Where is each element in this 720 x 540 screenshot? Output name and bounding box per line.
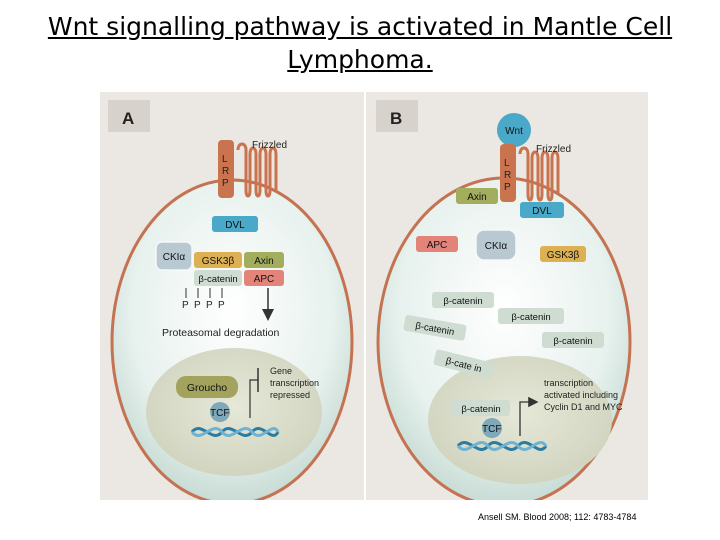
panel-b-activation-arrow bbox=[519, 396, 539, 436]
panel-a-nucleus bbox=[146, 348, 322, 476]
panel-b-lrp-receptor bbox=[500, 144, 516, 202]
panel-b-beta-catenin-label-4: β-catenin bbox=[553, 336, 592, 347]
panel-b-beta-catenin-box-3 bbox=[403, 315, 467, 341]
panel-b-label: B bbox=[390, 109, 402, 128]
panel-a-lrp-receptor bbox=[218, 140, 234, 198]
panel-a-tcf-node bbox=[210, 402, 230, 422]
panel-b-beta-catenin-label-2: β-catenin bbox=[511, 312, 550, 323]
panel-b-tcf-label: TCF bbox=[482, 424, 501, 435]
panel-b-transcription-note-2: activated including bbox=[544, 390, 618, 400]
panel-b-wnt-label: Wnt bbox=[505, 126, 523, 137]
panel-a-gene-note-2: transcription bbox=[270, 378, 319, 388]
panel-b-label-box bbox=[376, 100, 418, 132]
panel-b-axin-box bbox=[456, 188, 498, 204]
panel-a-beta-catenin-box bbox=[194, 270, 242, 286]
panel-b-lrp-l: L bbox=[504, 158, 510, 169]
title-line-2: Lymphoma. bbox=[287, 45, 433, 74]
panel-a-label-box bbox=[108, 100, 150, 132]
panel-b-apc-label: APC bbox=[427, 240, 448, 251]
panel-a-degradation-label: Proteasomal degradation bbox=[162, 327, 279, 339]
panel-b-beta-catenin-box-2 bbox=[498, 308, 564, 324]
panel-a-phospho-2: P bbox=[194, 300, 201, 311]
panel-a-lrp-l: L bbox=[222, 154, 228, 165]
panel-a-gsk-label: GSK3β bbox=[202, 256, 235, 267]
panel-b-lrp-p: P bbox=[504, 182, 511, 193]
citation: Ansell SM. Blood 2008; 112: 4783-4784 bbox=[478, 512, 637, 522]
panel-a-dna-helix bbox=[190, 427, 280, 437]
panel-b-apc-box bbox=[416, 236, 458, 252]
panel-a-lrp-p: P bbox=[222, 178, 229, 189]
panel-a-groucho-box bbox=[176, 376, 238, 398]
panel-a-dvl-label: DVL bbox=[225, 220, 245, 231]
panel-b-tcf-node bbox=[482, 418, 502, 438]
panel-b-gsk-label: GSK3β bbox=[547, 250, 580, 261]
panel-b-gsk-box bbox=[540, 246, 586, 262]
panel-a-axin-box bbox=[244, 252, 284, 268]
panel-a-ck-label: CKIα bbox=[163, 252, 186, 263]
panel-a-gene-note-1: Gene bbox=[270, 366, 292, 376]
slide-title: Wnt signalling pathway is activated in M… bbox=[20, 10, 700, 76]
panel-b-transcription-note-3: Cyclin D1 and MYC bbox=[544, 402, 623, 412]
panel-a-phospho-ticks bbox=[185, 288, 223, 298]
panel-a-axin-label: Axin bbox=[254, 256, 273, 267]
panel-b-beta-catenin-label-6: β-catenin bbox=[461, 404, 500, 415]
panel-b-beta-catenin-box-4 bbox=[542, 332, 604, 348]
panel-a-gsk-box bbox=[194, 252, 242, 268]
panel-a-groucho-label: Groucho bbox=[187, 382, 227, 394]
panel-a-gene-note-3: repressed bbox=[270, 390, 310, 400]
panel-b-dna-helix bbox=[456, 441, 548, 451]
panel-b-beta-catenin-box-6 bbox=[452, 400, 510, 416]
panel-a-phospho-4: P bbox=[218, 300, 225, 311]
panel-b-wnt-ligand bbox=[497, 113, 531, 147]
panel-a-frizzled-label: Frizzled bbox=[252, 140, 287, 151]
panel-a-tcf-label: TCF bbox=[210, 408, 229, 419]
panel-b-beta-catenin-box-5 bbox=[433, 349, 495, 379]
wnt-pathway-figure: A L R P Frizzled DVL CKIα GSK3β Axin β-c… bbox=[100, 92, 648, 500]
title-line-1: Wnt signalling pathway is activated in M… bbox=[47, 12, 673, 41]
panel-a-dvl-box bbox=[212, 216, 258, 232]
panel-b-dvl-box bbox=[520, 202, 564, 218]
panel-a-frizzled-receptor bbox=[236, 142, 278, 198]
panel-a-apc-label: APC bbox=[254, 274, 275, 285]
panel-a-lrp-r: R bbox=[222, 166, 229, 177]
panel-a-label: A bbox=[122, 109, 134, 128]
panel-b-beta-catenin-label-1: β-catenin bbox=[443, 296, 482, 307]
panel-b-dvl-label: DVL bbox=[532, 206, 552, 217]
panel-b-axin-label: Axin bbox=[467, 192, 486, 203]
panel-b-ck-label: CKIα bbox=[485, 241, 508, 252]
panel-a-repression-path bbox=[249, 379, 258, 418]
panel-a-ck-box bbox=[155, 241, 193, 271]
panel-b-frizzled-label: Frizzled bbox=[536, 144, 571, 155]
panel-b-ck-box bbox=[475, 229, 517, 261]
panel-a-phospho-1: P bbox=[182, 300, 189, 311]
panel-a: A L R P Frizzled DVL CKIα GSK3β Axin β-c… bbox=[100, 92, 364, 500]
panel-b-frizzled-receptor bbox=[518, 146, 560, 202]
panel-a-phospho-3: P bbox=[206, 300, 213, 311]
panel-b-beta-catenin-box-1 bbox=[432, 292, 494, 308]
panel-b-transcription-note-1: transcription bbox=[544, 378, 593, 388]
panel-a-beta-catenin-label: β-catenin bbox=[198, 274, 237, 285]
panel-a-apc-box bbox=[244, 270, 284, 286]
panel-b: B Wnt L R P Frizzled Axin DVL APC CKIα G… bbox=[366, 92, 648, 500]
panel-b-beta-catenin-group-3: β-catenin bbox=[403, 315, 467, 341]
panel-b-lrp-r: R bbox=[504, 170, 511, 181]
